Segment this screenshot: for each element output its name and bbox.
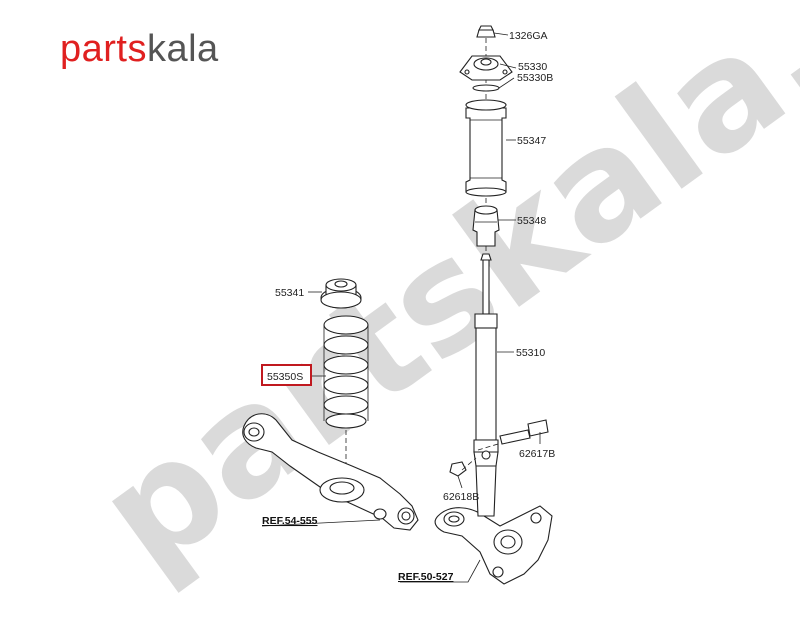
coil-spring-55350s [323, 315, 369, 480]
label-ref50[interactable]: REF.50-527 [398, 571, 454, 583]
label-ref54[interactable]: REF.54-555 [262, 515, 318, 527]
logo-text-kala: kala [146, 28, 219, 70]
shock-absorber-55310 [473, 253, 499, 467]
leader-ref50 [400, 559, 481, 583]
highlight-box-55350s [261, 364, 312, 386]
label-55330[interactable]: 55330 [518, 61, 547, 73]
label-55348[interactable]: 55348 [517, 215, 546, 227]
label-55310[interactable]: 55310 [516, 347, 545, 359]
label-55341[interactable]: 55341 [275, 287, 304, 299]
lower-control-arm [242, 413, 419, 531]
label-55330b[interactable]: 55330B [517, 72, 553, 84]
leader-55330 [499, 63, 517, 69]
watermark: partskala.ir [69, 0, 800, 604]
leader-ref54 [261, 519, 381, 527]
top-mount-55330 [459, 55, 513, 92]
label-62618b[interactable]: 62618B [443, 491, 479, 503]
nut-1326ga [476, 25, 496, 38]
logo-text-parts: parts [60, 28, 147, 70]
leader-1326ga [493, 32, 509, 36]
label-55347[interactable]: 55347 [517, 135, 546, 147]
label-1326ga[interactable]: 1326GA [509, 30, 548, 42]
bolt-62617b [477, 419, 549, 451]
leader-55330b [498, 77, 515, 89]
nut-62618b [449, 457, 477, 477]
knuckle [434, 465, 553, 585]
label-62617b[interactable]: 62617B [519, 448, 555, 460]
label-55350s[interactable]: 55350S [267, 371, 303, 383]
spring-pad-55341 [320, 278, 362, 309]
leader-62618b [457, 475, 463, 489]
dust-cover-55347 [465, 99, 507, 197]
brand-logo[interactable]: partskala [60, 30, 219, 68]
bump-stop-55348 [472, 205, 500, 247]
